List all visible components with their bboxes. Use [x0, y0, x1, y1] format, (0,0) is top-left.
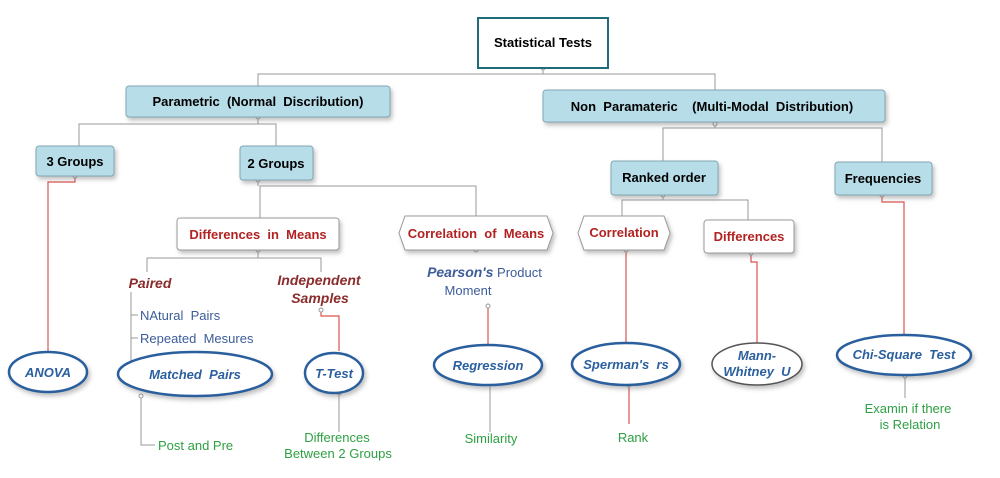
differences-label: Differences [714, 229, 785, 244]
independent-label-line2: Samples [291, 290, 349, 306]
pearson-rest: Product [493, 265, 542, 280]
chi-square-label: Chi-Square Test [853, 347, 956, 362]
connector-lines-red [47, 176, 905, 424]
t-test-label: T-Test [315, 366, 353, 381]
t-test-node [303, 351, 365, 395]
paired-label: Paired [129, 275, 172, 291]
post-and-pre-note: Post and Pre [158, 438, 233, 453]
ranked-order-label: Ranked order [622, 170, 706, 185]
matched-pairs-node [116, 350, 274, 398]
nonparametric-node [542, 89, 886, 123]
differences-in-means-label: Differences in Means [189, 227, 326, 242]
diff-between-note-line1: Differences [304, 430, 370, 445]
root-label: Statistical Tests [494, 35, 592, 50]
correlation-node [577, 215, 671, 251]
spearman-node [570, 341, 682, 387]
pearson-bold: Pearson's [427, 264, 494, 280]
three-groups-label: 3 Groups [46, 154, 103, 169]
two-groups-node [239, 145, 314, 181]
chi-square-node [835, 333, 973, 377]
ranked-order-node [610, 160, 719, 196]
mann-whitney-label-line1: Mann- [738, 348, 776, 363]
correlation-label: Correlation [589, 225, 658, 240]
regression-node [432, 343, 544, 387]
root-node: Statistical Tests [477, 17, 609, 69]
regression-label: Regression [453, 358, 524, 373]
similarity-note: Similarity [465, 431, 518, 446]
mann-whitney-node [711, 342, 803, 386]
repeated-measures-label: Repeated Mesures [140, 331, 254, 346]
matched-pairs-label: Matched Pairs [149, 367, 241, 382]
nonparametric-label: Non Paramateric (Multi-Modal Distributio… [571, 99, 853, 114]
anova-label: ANOVA [24, 365, 71, 380]
two-groups-label: 2 Groups [247, 156, 304, 171]
pearson-label-line2: Moment [445, 283, 492, 298]
differences-in-means-node [176, 217, 340, 251]
pearson-label-line1: Pearson's Product [409, 264, 553, 280]
spearman-label: Sperman's rs [583, 357, 668, 372]
parametric-node [125, 85, 391, 118]
differences-node [703, 219, 795, 254]
examin-note-line2: is Relation [880, 417, 941, 432]
three-groups-node [35, 145, 115, 177]
examin-note-line1: Examin if there [865, 401, 952, 416]
independent-label-line1: Independent [277, 272, 362, 288]
anova-node [7, 350, 89, 394]
frequencies-label: Frequencies [845, 171, 922, 186]
natural-pairs-label: NAtural Pairs [140, 308, 221, 323]
parametric-label: Parametric (Normal Discribution) [153, 94, 364, 109]
correlation-of-means-node [398, 215, 554, 251]
correlation-of-means-label: Correlation of Means [408, 226, 545, 241]
rank-note: Rank [618, 430, 649, 445]
diff-between-note-line2: Between 2 Groups [284, 446, 392, 461]
mann-whitney-label-line2: Whitney U [723, 364, 791, 379]
frequencies-node [834, 161, 933, 196]
